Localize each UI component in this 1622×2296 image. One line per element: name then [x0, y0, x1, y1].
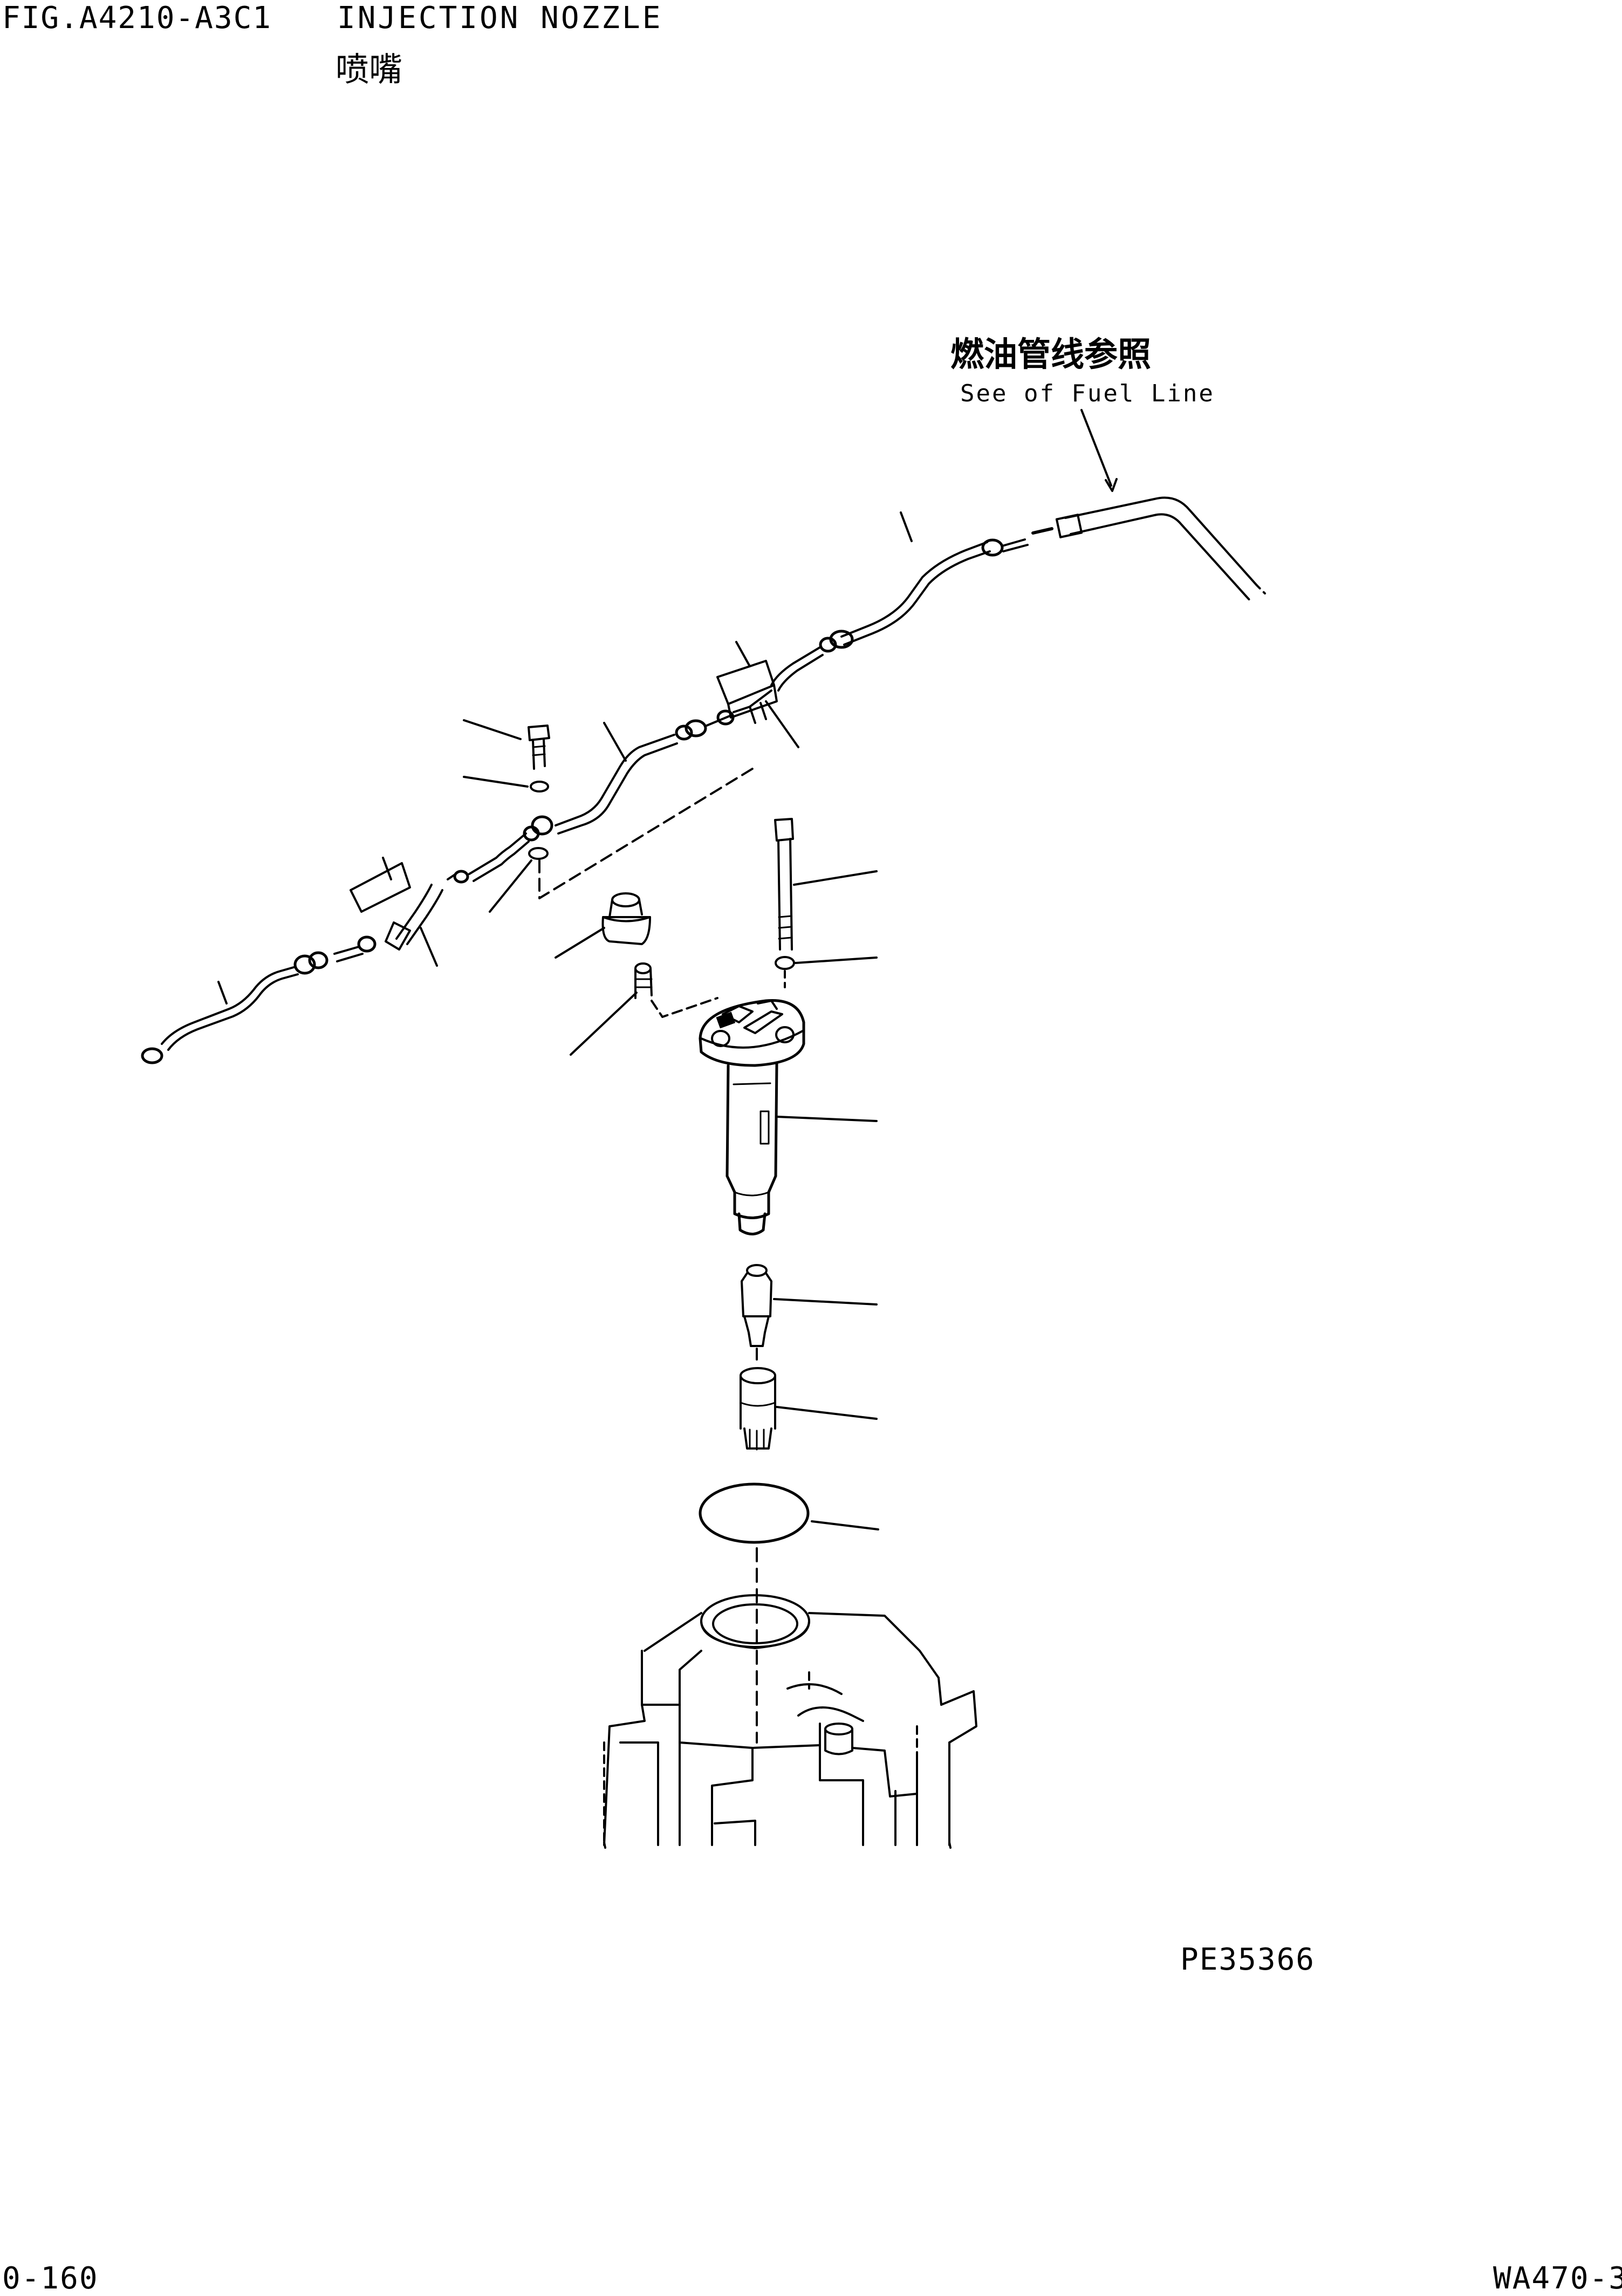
- leader-nozzle-tip: [773, 1298, 878, 1306]
- machine-model: WA470-3: [1493, 2261, 1622, 2296]
- fuel-line-reference-chinese: 燃油管线参照: [950, 334, 1152, 374]
- bolt-gasket-lower: [528, 847, 549, 860]
- bolt-axis-dash: [538, 768, 754, 899]
- fitting-axis-dash: [651, 997, 718, 1018]
- leader-gasket-lower: [489, 859, 532, 913]
- nozzle-tip: [741, 1264, 772, 1361]
- figure-code: FIG.A4210-A3C1: [2, 1, 272, 36]
- holder-bolt: [774, 818, 794, 951]
- leader-nozzle-holder: [776, 1116, 878, 1122]
- figure-title-english: INJECTION NOZZLE: [337, 1, 663, 36]
- banjo-bolt: [528, 725, 550, 770]
- nozzle-holder: [699, 999, 805, 1235]
- leader-gasket-upper: [463, 776, 529, 788]
- cylinder-head: [603, 1594, 977, 1849]
- nozzle-sleeve: [740, 1367, 776, 1451]
- page-number: 0-160: [2, 2261, 99, 2296]
- fuel-line-reference-english: See of Fuel Line: [960, 380, 1215, 407]
- inlet-fitting: [634, 962, 653, 999]
- reference-arrow-head: [1105, 478, 1118, 492]
- leader-washer: [795, 956, 878, 964]
- reference-arrow-line: [1080, 409, 1112, 487]
- o-ring: [699, 1482, 810, 1544]
- nozzle-connector: [601, 892, 651, 945]
- holder-bolt-washer: [775, 956, 795, 970]
- injection-pipe: [141, 538, 1029, 1064]
- fuel-line-reference-pipe: [1031, 496, 1266, 604]
- leader-o-ring: [811, 1520, 879, 1530]
- leader-holder-bolt: [793, 870, 878, 886]
- leader-sleeve: [776, 1406, 878, 1420]
- cylinder-head-hidden-lines: [603, 1671, 950, 1846]
- picture-code: PE35366: [1180, 1942, 1316, 1977]
- leader-connector: [555, 927, 605, 959]
- bolt-gasket-upper: [530, 781, 549, 792]
- leader-fitting: [570, 992, 638, 1056]
- figure-title-chinese: 喷嘴: [336, 50, 403, 89]
- leader-lines-pipe: [217, 511, 913, 1004]
- leader-bolt: [463, 719, 522, 740]
